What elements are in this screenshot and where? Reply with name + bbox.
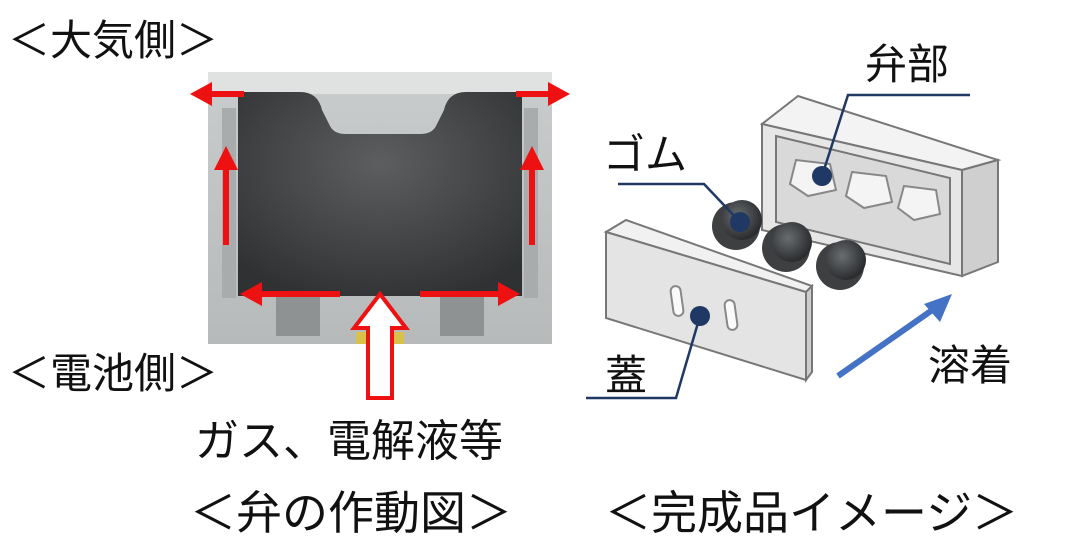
- right-foot: [440, 296, 484, 336]
- welding-label: 溶着: [928, 341, 1013, 390]
- gas-inflow-arrow: [349, 290, 411, 400]
- rubber-label: ゴム: [603, 130, 688, 179]
- housing-top: [208, 72, 552, 94]
- valve-cross-section: [190, 72, 570, 400]
- left-foot: [276, 296, 320, 336]
- valve-operation-caption: ＜弁の作動図＞: [190, 486, 512, 540]
- welding-arrow: [836, 294, 952, 379]
- atmosphere-side-label: ＜大気側＞: [8, 16, 219, 65]
- leader-rubber: [618, 182, 750, 232]
- finished-product-caption: ＜完成品イメージ＞: [605, 486, 1019, 540]
- flow-arrows: [190, 82, 570, 306]
- leader-lid: [586, 306, 710, 400]
- finished-product: [586, 93, 1002, 400]
- leader-valve-part: [812, 93, 970, 186]
- gas-electrolyte-label: ガス、電解液等: [195, 416, 503, 467]
- lid-plate: [603, 218, 814, 383]
- battery-side-label: ＜電池側＞: [8, 349, 219, 398]
- lid-label: 蓋: [605, 351, 648, 400]
- valve-chamber: [238, 92, 522, 296]
- valve-block: [759, 94, 1002, 278]
- rubber-disks: [712, 200, 866, 290]
- valve-part-label: 弁部: [865, 40, 950, 89]
